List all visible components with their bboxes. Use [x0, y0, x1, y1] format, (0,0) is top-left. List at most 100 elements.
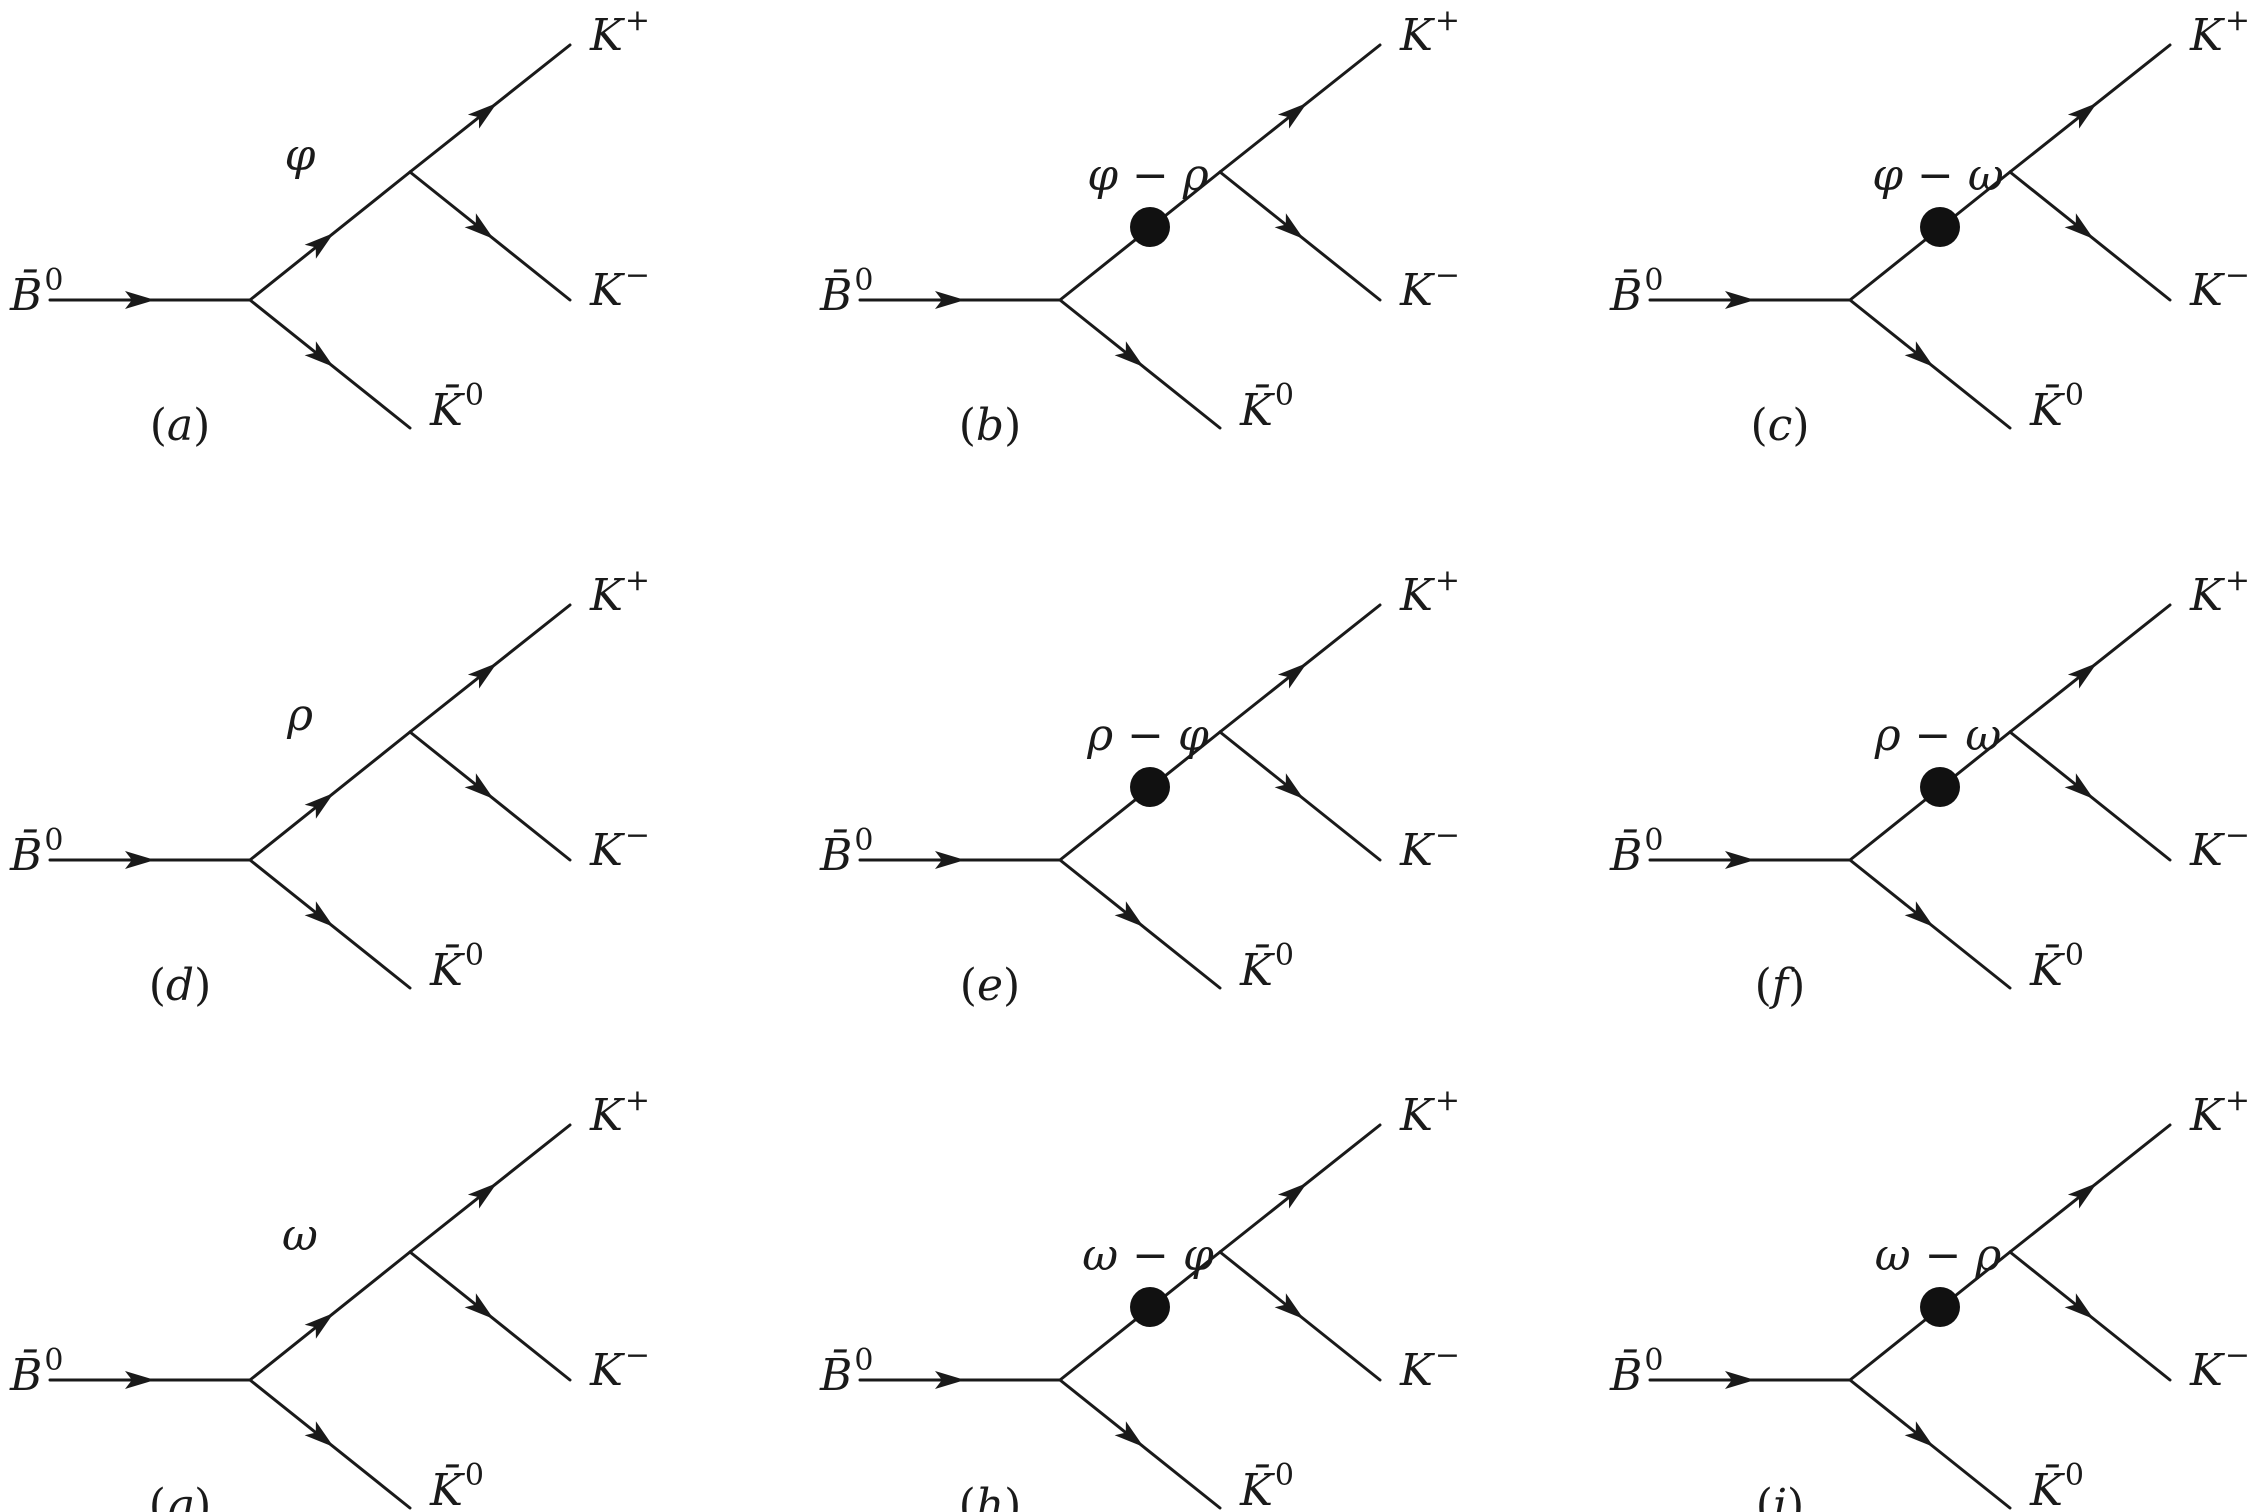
b-meson-arrow: [1725, 1371, 1755, 1389]
diagram-caption: (c): [1751, 400, 1810, 451]
k-plus-label: K+: [1399, 1083, 1460, 1141]
k-minus-label: K−: [2189, 818, 2250, 876]
b-meson-arrow: [125, 851, 155, 869]
k-plus-label: K+: [2189, 1083, 2250, 1141]
k0bar-arrow: [1114, 1421, 1144, 1447]
k-plus-label: K+: [589, 563, 650, 621]
k-plus-arrow: [1277, 662, 1307, 689]
b0bar-label: B̄0: [9, 263, 63, 321]
k0bar-label: K̄0: [429, 378, 484, 436]
k-minus-arrow: [1274, 1293, 1304, 1319]
b0bar-label: B̄0: [9, 823, 63, 881]
k-plus-label: K+: [2189, 3, 2250, 61]
diagram-e: ρ − φ B̄0 K+ K− K̄0 (e): [819, 563, 1460, 1011]
k0bar-label: K̄0: [2029, 1458, 2084, 1512]
b0bar-label: B̄0: [819, 823, 873, 881]
mediator-label: ω: [282, 1210, 318, 1261]
k-plus-arrow: [2067, 662, 2097, 689]
mediator-arrow: [304, 793, 334, 819]
k-plus-label: K+: [589, 1083, 650, 1141]
diagram-caption: (h): [959, 1480, 1022, 1512]
k-plus-arrow: [2067, 1182, 2097, 1209]
diagram-caption: (e): [960, 960, 1020, 1011]
diagram-caption: (a): [150, 400, 211, 451]
b0bar-label: B̄0: [1609, 823, 1663, 881]
mixing-vertex-blob: [1130, 1287, 1170, 1327]
k-minus-label: K−: [589, 258, 650, 316]
diagram-caption: (f): [1755, 960, 1806, 1011]
mediator-label: φ − ω: [1872, 150, 2004, 201]
mediator-label: ω − ρ: [1875, 1230, 2002, 1281]
k-minus-label: K−: [589, 818, 650, 876]
mixing-vertex-blob: [1920, 1287, 1960, 1327]
diagram-d: ρB̄0K+K−K̄0(d): [9, 563, 650, 1011]
b-meson-arrow: [935, 851, 965, 869]
k-minus-label: K−: [1399, 818, 1460, 876]
k0bar-label: K̄0: [1239, 938, 1294, 996]
k-minus-arrow: [2064, 213, 2094, 239]
k-minus-arrow: [1274, 213, 1304, 239]
k0bar-arrow: [1904, 341, 1934, 367]
k0bar-arrow: [1114, 341, 1144, 367]
k0bar-label: K̄0: [429, 1458, 484, 1512]
k-minus-arrow: [464, 213, 494, 239]
diagram-f: ρ − ω B̄0 K+ K− K̄0 (f): [1609, 563, 2250, 1011]
k-plus-arrow: [467, 102, 497, 129]
k-plus-label: K+: [589, 3, 650, 61]
b-meson-arrow: [1725, 851, 1755, 869]
k0bar-label: K̄0: [2029, 938, 2084, 996]
k-minus-label: K−: [1399, 1338, 1460, 1396]
diagram-caption: (d): [149, 960, 212, 1011]
k-minus-arrow: [2064, 773, 2094, 799]
diagram-i: ω − ρB̄0K+K−K̄0(i): [1609, 1083, 2250, 1512]
mediator-label: ρ − ω: [1874, 710, 2002, 761]
k-plus-arrow: [1277, 102, 1307, 129]
mediator-label: φ: [285, 130, 316, 181]
k0bar-label: K̄0: [2029, 378, 2084, 436]
diagram-c: φ − ω B̄0 K+ K− K̄0 (c): [1609, 3, 2250, 451]
k-minus-label: K−: [1399, 258, 1460, 316]
k-minus-label: K−: [2189, 258, 2250, 316]
mediator-label: ρ − φ: [1086, 710, 1209, 761]
k-minus-arrow: [464, 1293, 494, 1319]
b0bar-label: B̄0: [819, 1343, 873, 1401]
k0bar-arrow: [304, 341, 334, 367]
k0bar-label: K̄0: [1239, 378, 1294, 436]
mediator-label: ω − φ: [1082, 1230, 1214, 1281]
mixing-vertex-blob: [1130, 207, 1170, 247]
k-plus-label: K+: [1399, 563, 1460, 621]
mediator-arrow: [304, 233, 334, 259]
k0bar-label: K̄0: [1239, 1458, 1294, 1512]
k0bar-arrow: [1114, 901, 1144, 927]
diagram-a: φB̄0 K+ K− K̄0 (a): [9, 3, 650, 451]
mixing-vertex-blob: [1920, 207, 1960, 247]
k-plus-arrow: [467, 1182, 497, 1209]
k-plus-arrow: [2067, 102, 2097, 129]
mixing-vertex-blob: [1130, 767, 1170, 807]
b0bar-label: B̄0: [1609, 263, 1663, 321]
k-plus-label: K+: [2189, 563, 2250, 621]
diagram-g: ωB̄0K+K−K̄0(g): [9, 1083, 650, 1512]
b0bar-label: B̄0: [1609, 1343, 1663, 1401]
k0bar-arrow: [304, 901, 334, 927]
mediator-arrow: [304, 1313, 334, 1339]
k0bar-arrow: [304, 1421, 334, 1447]
k-minus-arrow: [464, 773, 494, 799]
k-minus-arrow: [2064, 1293, 2094, 1319]
k-minus-label: K−: [589, 1338, 650, 1396]
k-plus-label: K+: [1399, 3, 1460, 61]
k0bar-arrow: [1904, 901, 1934, 927]
k0bar-arrow: [1904, 1421, 1934, 1447]
b0bar-label: B̄0: [9, 1343, 63, 1401]
b0bar-label: B̄0: [819, 263, 873, 321]
k-plus-arrow: [467, 662, 497, 689]
b-meson-arrow: [1725, 291, 1755, 309]
mixing-vertex-blob: [1920, 767, 1960, 807]
b-meson-arrow: [125, 291, 155, 309]
b-meson-arrow: [935, 291, 965, 309]
k0bar-label: K̄0: [429, 938, 484, 996]
mediator-label: φ − ρ: [1087, 150, 1209, 201]
k-plus-arrow: [1277, 1182, 1307, 1209]
